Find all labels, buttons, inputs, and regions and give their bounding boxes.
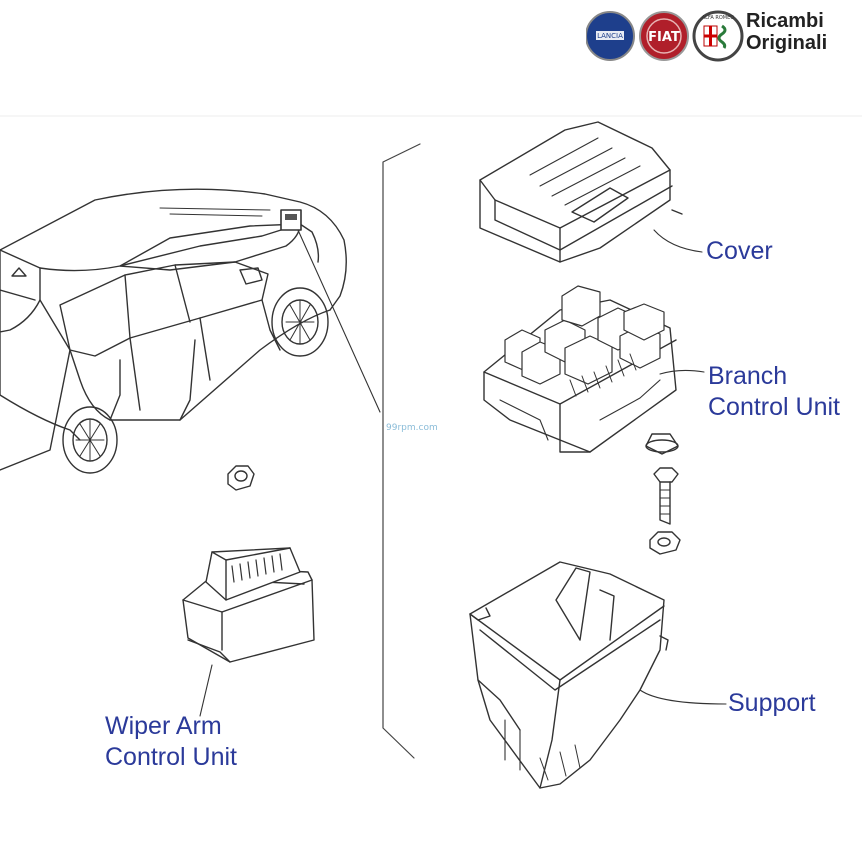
branch-leader-line xyxy=(659,369,705,375)
hardware-right xyxy=(645,433,681,555)
fiat-logo-text: FIAT xyxy=(648,30,680,45)
support-part xyxy=(469,561,669,789)
cover-leader-line xyxy=(653,229,703,253)
lancia-logo-text: LANCIA xyxy=(597,32,623,40)
car-leader-line xyxy=(297,229,381,413)
wiper-arm-control-unit xyxy=(182,547,315,663)
alfa-logo-text: ALFA ROMEO xyxy=(702,15,735,21)
branch-control-unit xyxy=(483,285,677,453)
wiper-leader-line xyxy=(199,664,213,717)
brand-tagline: Ricambi Originali xyxy=(746,10,827,54)
branch-label-line-2: Control Unit xyxy=(708,393,840,421)
brand-logos: LANCIA FIAT ALFA ROMEO Ricambi Originali xyxy=(585,6,856,66)
branch-control-unit-label: Branch Control Unit xyxy=(708,361,840,423)
divider-bracket xyxy=(382,143,421,759)
logo-group: LANCIA FIAT ALFA ROMEO xyxy=(585,10,744,62)
alfa-romeo-logo: ALFA ROMEO xyxy=(692,10,744,62)
wiper-arm-control-unit-label: Wiper Arm Control Unit xyxy=(105,711,237,773)
car-illustration xyxy=(0,188,347,474)
cover-part xyxy=(479,121,683,263)
support-label: Support xyxy=(728,689,816,717)
wiper-label-line-2: Control Unit xyxy=(105,743,237,771)
support-leader-line xyxy=(639,689,727,705)
branch-label-line-1: Branch xyxy=(708,362,788,390)
brand-line-2: Originali xyxy=(746,32,828,54)
cover-label: Cover xyxy=(706,237,773,265)
fiat-logo: FIAT xyxy=(639,11,689,61)
lancia-logo: LANCIA xyxy=(585,11,635,61)
nut-left xyxy=(227,465,255,491)
wiper-label-line-1: Wiper Arm xyxy=(105,712,222,740)
watermark: 99rpm.com xyxy=(386,423,438,433)
brand-line-1: Ricambi xyxy=(746,10,824,32)
